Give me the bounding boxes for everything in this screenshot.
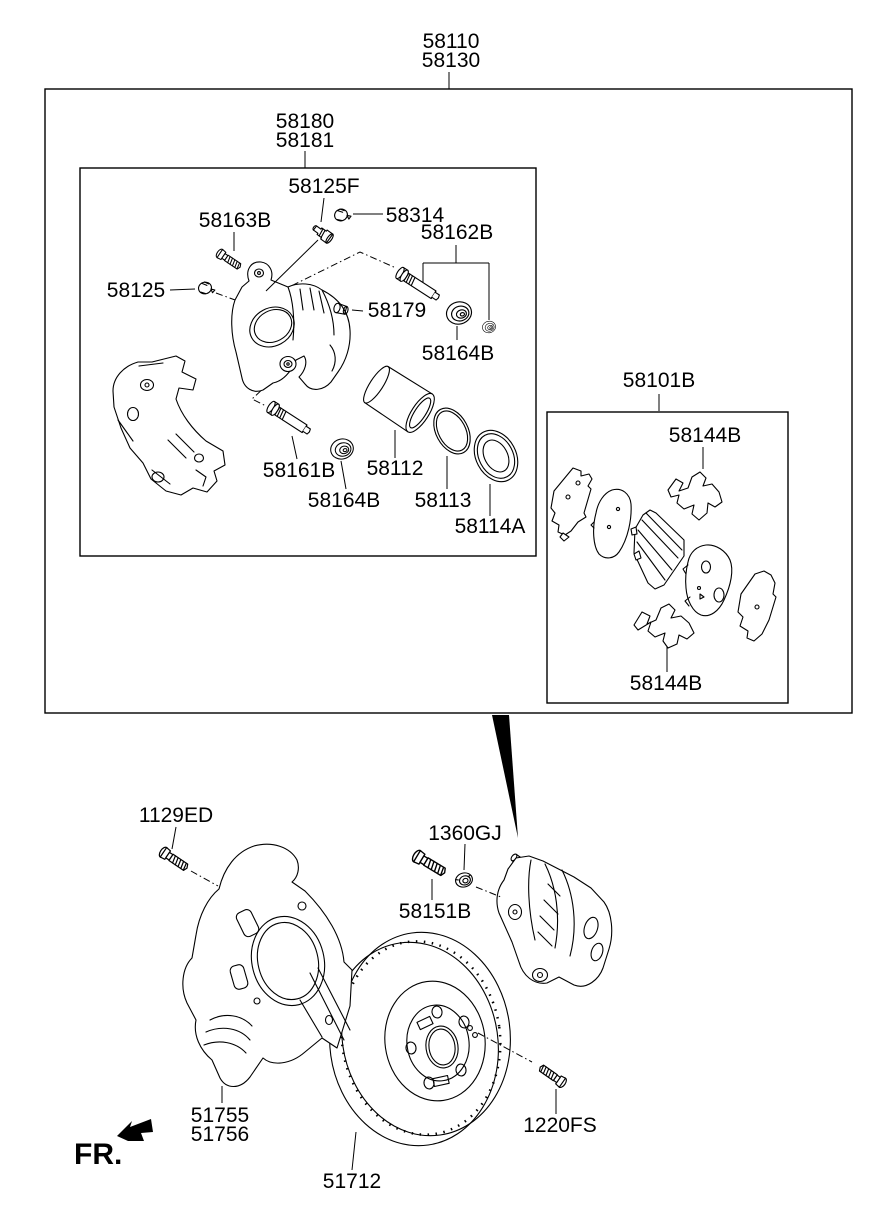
hub-bolt-drawing — [538, 1064, 567, 1089]
piston-boot-drawing — [473, 429, 519, 483]
bleeder-pointer-line — [265, 239, 319, 292]
washer-pointer — [475, 886, 502, 898]
label-brake-disc: 51712 — [323, 1170, 381, 1193]
pad-kit-drawings — [550, 467, 777, 649]
label-guide-rod-upper: 58162B — [421, 221, 493, 244]
leader-retainer-clip — [169, 288, 196, 291]
label-hub-bolt: 1220FS — [523, 1114, 597, 1137]
rod-bushing-lower-drawing — [330, 438, 354, 460]
dust-shield-drawing — [182, 843, 353, 1088]
pad-kit-box — [546, 411, 789, 704]
label-splash-shield-line1: 51755 — [191, 1104, 249, 1127]
leader-guide-rod-upper-bracket — [422, 245, 490, 320]
pad-spring-bottom-drawing — [633, 603, 695, 649]
pad-plate-left-drawing — [590, 488, 632, 559]
leader-brake-disc — [351, 1131, 357, 1171]
label-assembly-line2: 58130 — [422, 49, 480, 72]
label-front-marker: FR. — [74, 1138, 122, 1171]
shield-bolt-drawing — [158, 846, 189, 871]
label-retainer-clip: 58125 — [107, 279, 165, 302]
label-pad-spring-bottom: 58144B — [630, 672, 702, 695]
label-assembly-line1: 58110 — [423, 30, 480, 53]
leader-bushing-lower — [340, 460, 347, 490]
caliper-body-drawing — [231, 261, 351, 392]
caliper-bolt-drawing — [411, 849, 446, 877]
part-labels: 58110 58130 58180 58181 58125F 58314 581… — [74, 30, 741, 1193]
pad-shim-left-drawing — [550, 467, 593, 542]
label-piston: 58112 — [367, 457, 424, 480]
label-bushing-lower: 58164B — [308, 489, 380, 512]
label-guide-rod-lower: 58161B — [263, 459, 335, 482]
label-shield-bolt: 1129ED — [139, 804, 213, 827]
pad-spring-top-drawing — [667, 471, 723, 521]
leader-guide-rod-lower — [291, 435, 298, 460]
piston-seal-drawing — [433, 407, 471, 455]
leader-caliper-washer — [463, 843, 466, 871]
pad-plate-right-drawing — [682, 544, 733, 617]
front-direction-arrow — [117, 1119, 153, 1141]
bleeder-clip-drawing — [334, 208, 352, 222]
label-mount-bolt-upper: 58163B — [199, 209, 271, 232]
axis-line-upper — [278, 251, 397, 293]
label-end-cap: 58179 — [368, 299, 426, 322]
caliper-washer-drawing — [455, 872, 473, 888]
leader-lines — [169, 72, 704, 1171]
mount-bolt-upper-drawing — [215, 248, 242, 270]
label-piston-seal: 58113 — [415, 489, 472, 512]
label-caliper-bolt: 58151B — [399, 900, 471, 923]
rod-bushing-small-drawing — [482, 320, 496, 334]
label-caliper-kit-line2: 58181 — [276, 129, 334, 152]
guide-rod-lower-drawing — [266, 400, 311, 435]
leader-shield-bolt — [171, 826, 177, 850]
label-bleeder-screw: 58125F — [288, 175, 359, 198]
leader-bleeder-screw — [320, 197, 325, 223]
rod-bushing-upper-drawing — [445, 301, 473, 325]
piston-drawing — [363, 365, 435, 433]
label-caliper-washer: 1360GJ — [428, 822, 502, 845]
pad-shim-right-drawing — [737, 570, 777, 642]
caliper-kit-box — [79, 167, 537, 557]
brake-disc-drawing — [329, 931, 511, 1147]
bleeder-screw-drawing — [312, 225, 334, 244]
retainer-clip-drawing — [197, 281, 216, 295]
pad-friction-block-drawing — [630, 509, 685, 590]
carrier-bracket-drawing — [112, 355, 226, 496]
label-bushing-upper: 58164B — [422, 342, 494, 365]
label-splash-shield-line2: 51756 — [191, 1123, 249, 1146]
label-pad-spring-top: 58144B — [669, 424, 741, 447]
end-cap-drawing — [333, 302, 349, 315]
label-pad-kit: 58101B — [623, 369, 695, 392]
leader-end-cap — [351, 309, 364, 312]
caliper-assembly-drawing — [496, 853, 613, 987]
guide-rod-upper-drawing — [395, 266, 440, 301]
clip-pointer-line — [215, 292, 247, 305]
pointer-wedge — [492, 715, 518, 838]
hub-bolt-pointer — [477, 1032, 533, 1063]
label-caliper-kit-line1: 58180 — [276, 110, 334, 133]
label-piston-boot: 58114A — [455, 515, 526, 538]
label-bleeder-clip: 58314 — [386, 204, 445, 227]
shield-bolt-pointer — [190, 870, 219, 887]
